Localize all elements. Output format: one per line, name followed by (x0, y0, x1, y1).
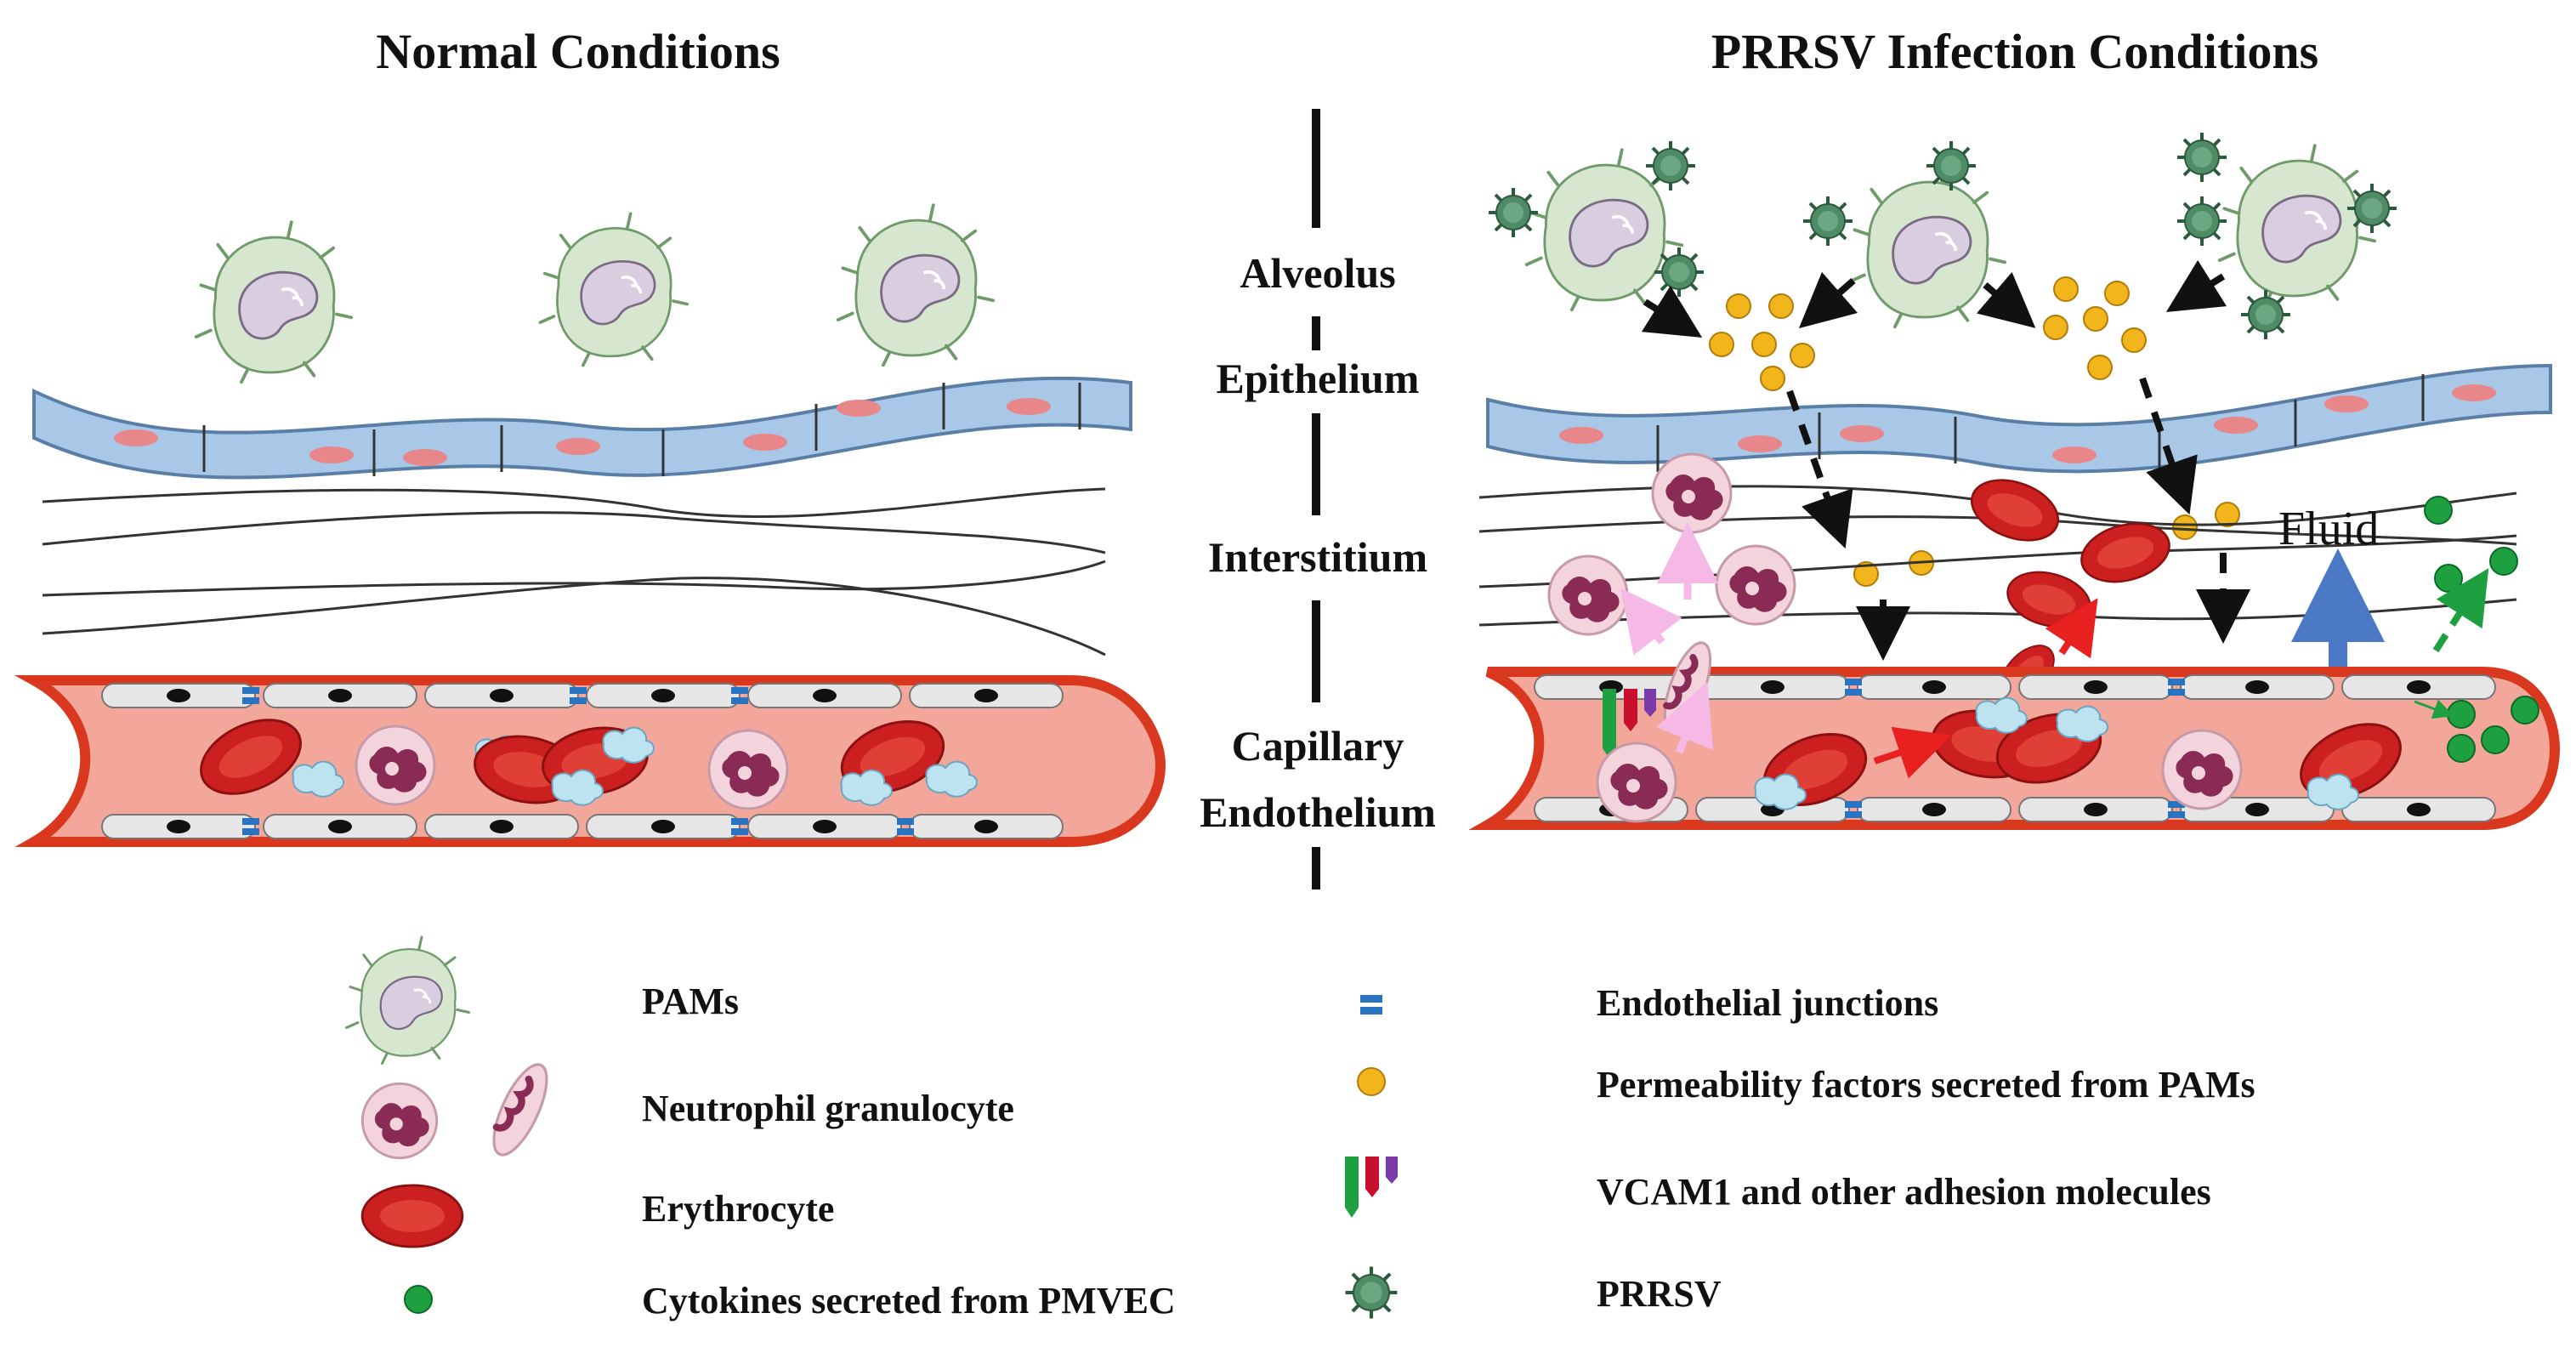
interstitium-fibers (42, 487, 1106, 656)
permeability-factors (1709, 276, 2240, 587)
pam-cell (194, 220, 354, 384)
legend-junction-label: Endothelial junctions (1597, 982, 1938, 1024)
neutrophil (707, 729, 789, 810)
capillary-vessel (1468, 637, 2561, 830)
neutrophil (1547, 554, 1629, 636)
legend-vcam-label: VCAM1 and other adhesion molecules (1597, 1171, 2211, 1213)
cytokine-arrow-small (2414, 699, 2454, 719)
infection-panel: Fluid (1468, 131, 2561, 830)
label-interstitium: Interstitium (1208, 533, 1427, 581)
label-endothelium: Endothelium (1200, 788, 1436, 836)
legend-permeability-icon (1357, 1067, 1386, 1096)
normal-panel (14, 203, 1166, 847)
neutrophil (1715, 544, 1796, 626)
neutrophil (2161, 729, 2243, 810)
pam-secretion-arrows (1641, 259, 2227, 338)
legend-neutrophil-elongated-icon (484, 1058, 558, 1162)
vcam-adhesion-molecules (1603, 689, 1656, 759)
capillary-vessel (14, 675, 1166, 847)
pam-cell (836, 203, 995, 367)
endothelial-junctions (242, 687, 914, 835)
alveolar-epithelium (32, 376, 1132, 480)
legend-prrsv-label: PRRSV (1597, 1273, 1722, 1315)
legend-junction-icon (1360, 995, 1382, 1015)
legend-neutrophil-label: Neutrophil granulocyte (642, 1088, 1014, 1129)
endothelial-junctions (1845, 679, 2185, 818)
legend-cytokine-label: Cytokines secreted from PMVEC (642, 1280, 1176, 1321)
legend-pams-label: PAMs (642, 980, 739, 1022)
normal-conditions-title: Normal Conditions (376, 24, 780, 79)
label-alveolus: Alveolus (1240, 249, 1395, 297)
legend-prrsv-icon (1346, 1267, 1398, 1319)
legend-erythrocyte-icon (360, 1184, 464, 1248)
infection-conditions-title: PRRSV Infection Conditions (1711, 24, 2318, 79)
neutrophil (355, 725, 436, 806)
neutrophil (1651, 452, 1733, 534)
legend: PAMs Neutrophil granulocyte Erythrocyte … (345, 935, 2255, 1321)
cytokines-vessel (2447, 696, 2539, 763)
alveolar-epithelium (1486, 363, 2552, 476)
label-capillary: Capillary (1232, 722, 1404, 770)
legend-permeability-label: Permeability factors secreted from PAMs (1597, 1064, 2255, 1105)
fluid-label: Fluid (2278, 503, 2379, 555)
permeability-dashed-arrows (1786, 377, 2250, 661)
legend-cytokine-icon (404, 1285, 433, 1314)
legend-neutrophil-icon (360, 1082, 439, 1160)
erythrocyte-arrows (1873, 598, 2098, 779)
label-epithelium: Epithelium (1217, 355, 1420, 402)
pam-cell (2217, 144, 2377, 308)
erythrocyte (1962, 468, 2068, 553)
cytokine-arrow-up (2432, 568, 2489, 653)
erythrocyte (2074, 513, 2177, 593)
legend-pams-icon (345, 935, 470, 1065)
pam-cell (538, 212, 689, 367)
legend-vcam-icon (1345, 1157, 1398, 1218)
pam-cell (1847, 165, 2007, 329)
neutrophil-migration-arrows (1620, 522, 1718, 754)
legend-erythrocyte-label: Erythrocyte (642, 1188, 834, 1230)
neutrophil (1596, 742, 1677, 823)
